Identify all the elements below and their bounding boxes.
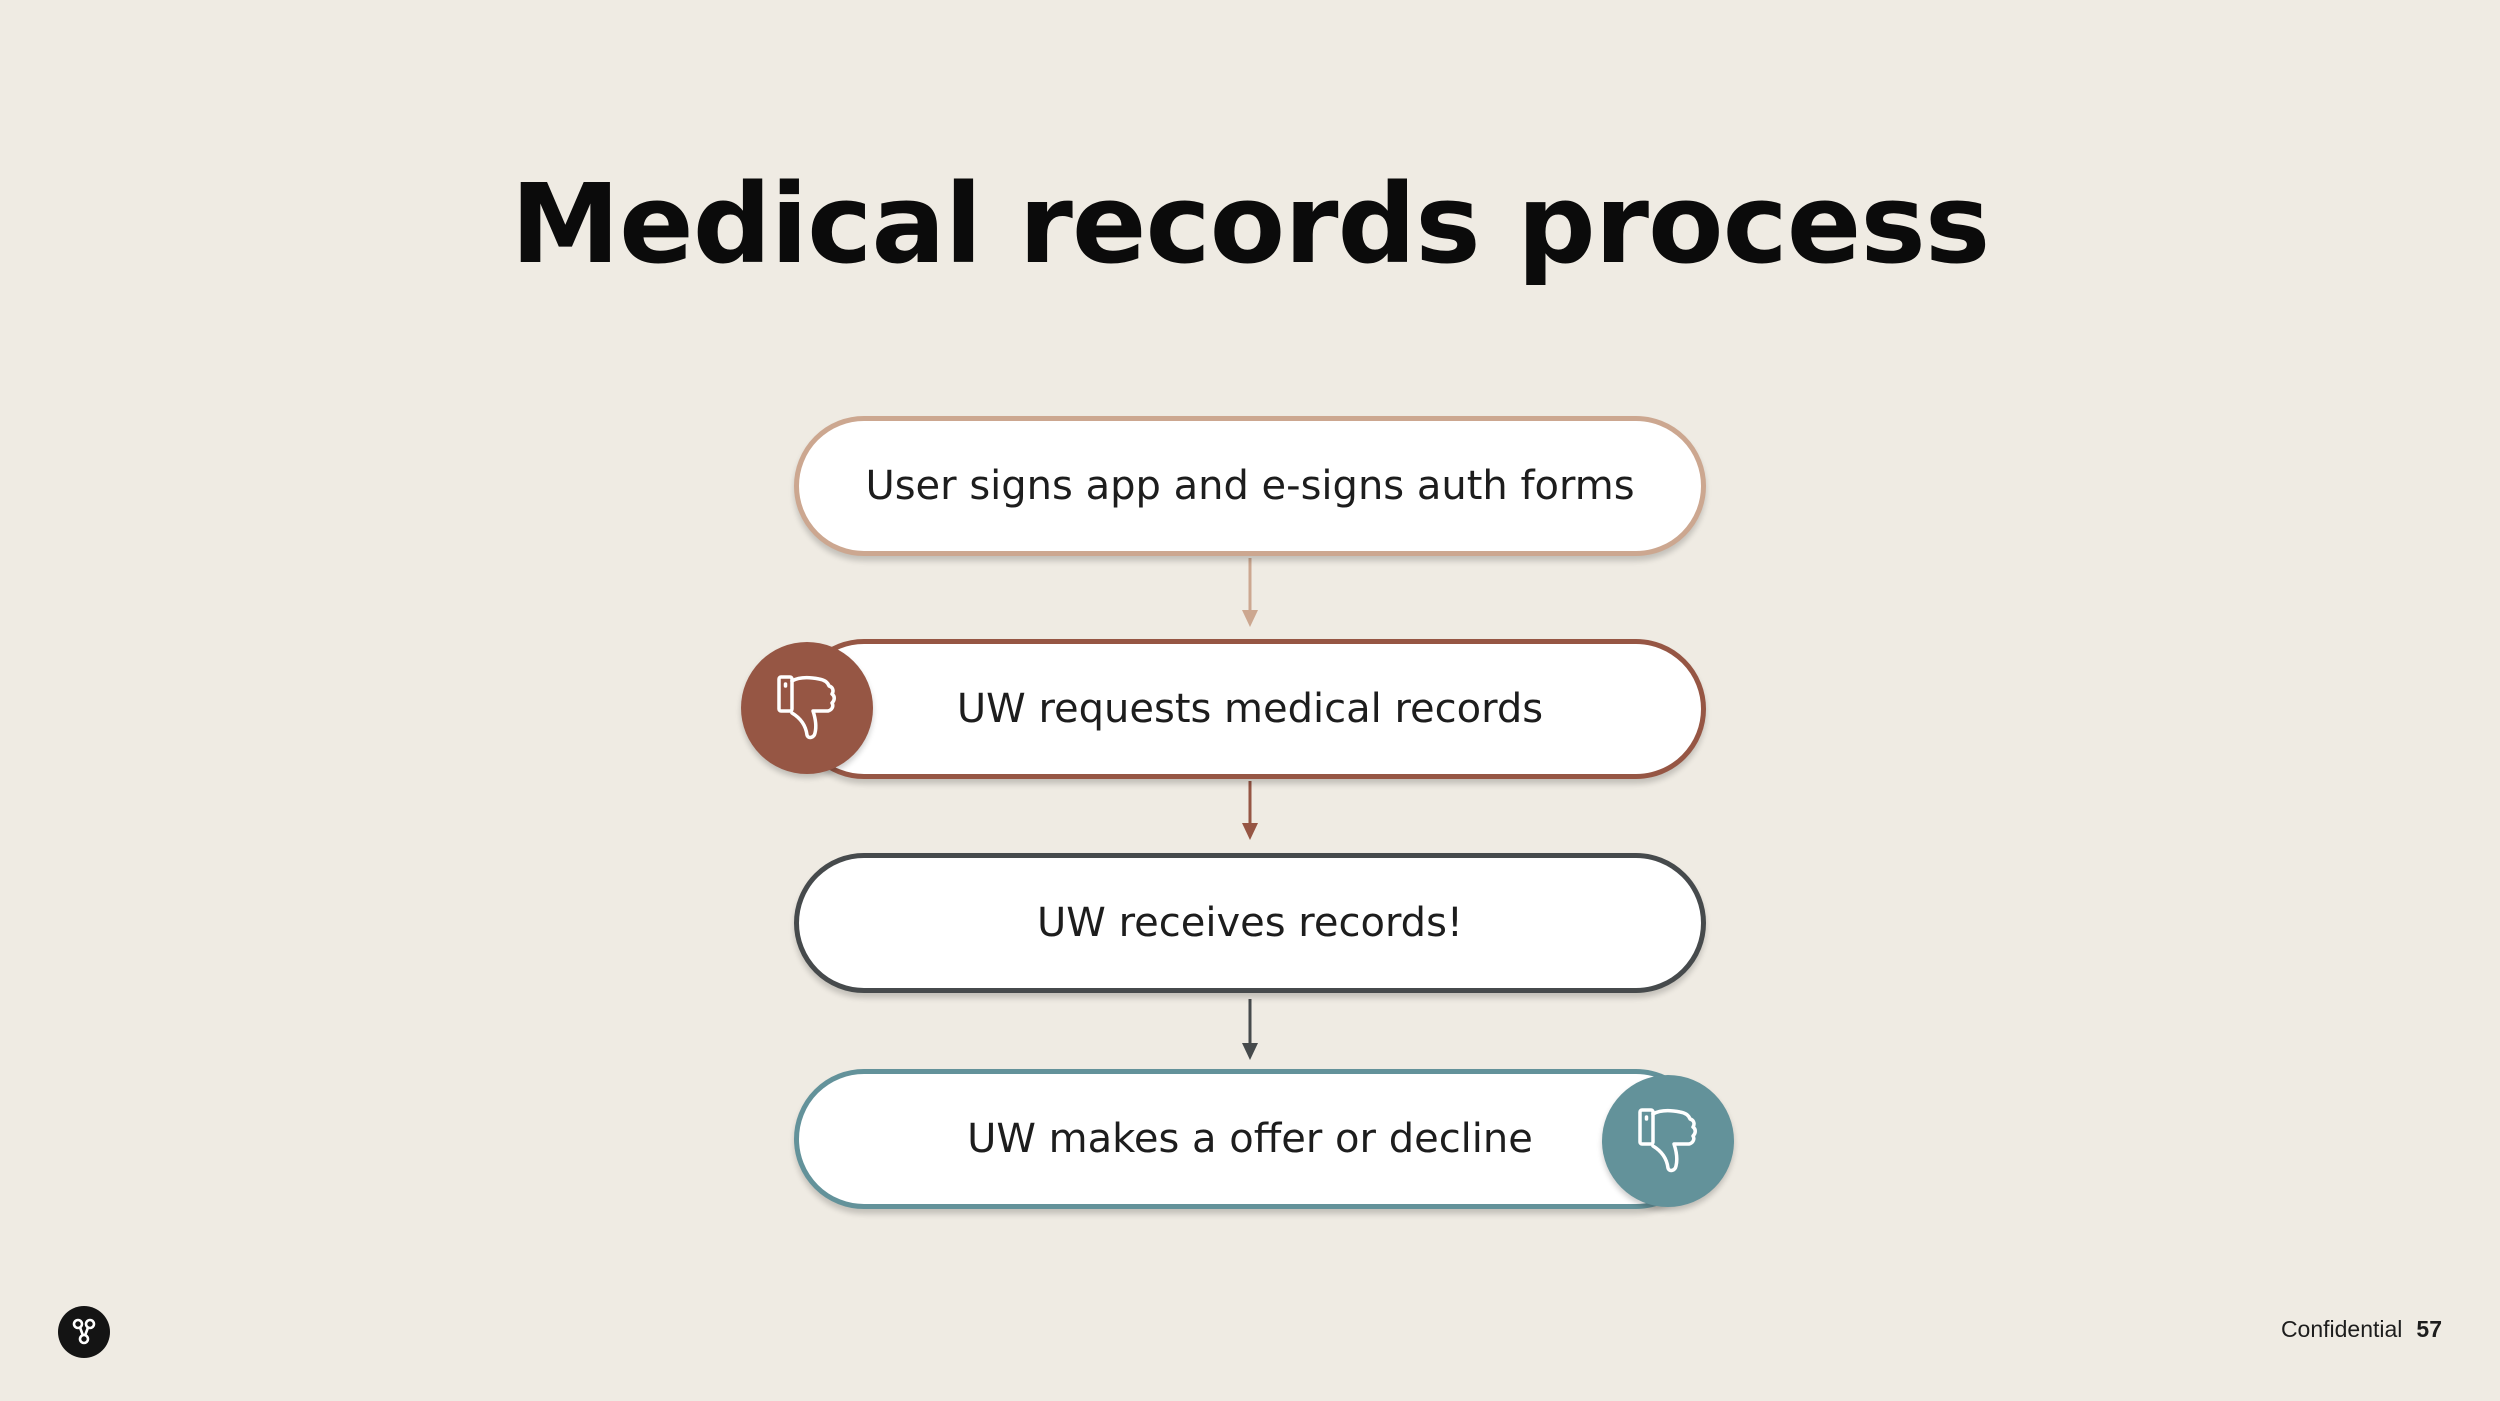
footer: Confidential 57	[2281, 1316, 2442, 1343]
confidential-label: Confidential	[2280, 1316, 2403, 1342]
step-label: UW requests medical records	[956, 686, 1544, 732]
thumbs-down-badge-decline	[1602, 1075, 1734, 1207]
step-label: UW makes a offer or decline	[967, 1116, 1533, 1162]
step-uw-requests-records: UW requests medical records	[794, 639, 1706, 779]
connector-1-2	[1242, 558, 1258, 627]
step-uw-offer-or-decline: UW makes a offer or decline	[794, 1069, 1706, 1209]
brand-logo-icon	[58, 1306, 110, 1358]
connector-2-3	[1242, 781, 1258, 840]
thumbs-down-icon	[777, 675, 836, 740]
page-title: Medical records process	[510, 160, 1991, 288]
step-label: UW receives records!	[1037, 900, 1463, 946]
step-uw-receives-records: UW receives records!	[794, 853, 1706, 993]
thumbs-down-badge-requests	[741, 642, 873, 774]
thumbs-down-icon	[1638, 1108, 1697, 1173]
page-number: 57	[2416, 1316, 2442, 1342]
step-user-signs-app: User signs app and e-signs auth forms	[794, 416, 1706, 556]
step-label: User signs app and e-signs auth forms	[865, 463, 1635, 509]
connector-3-4	[1242, 999, 1258, 1060]
